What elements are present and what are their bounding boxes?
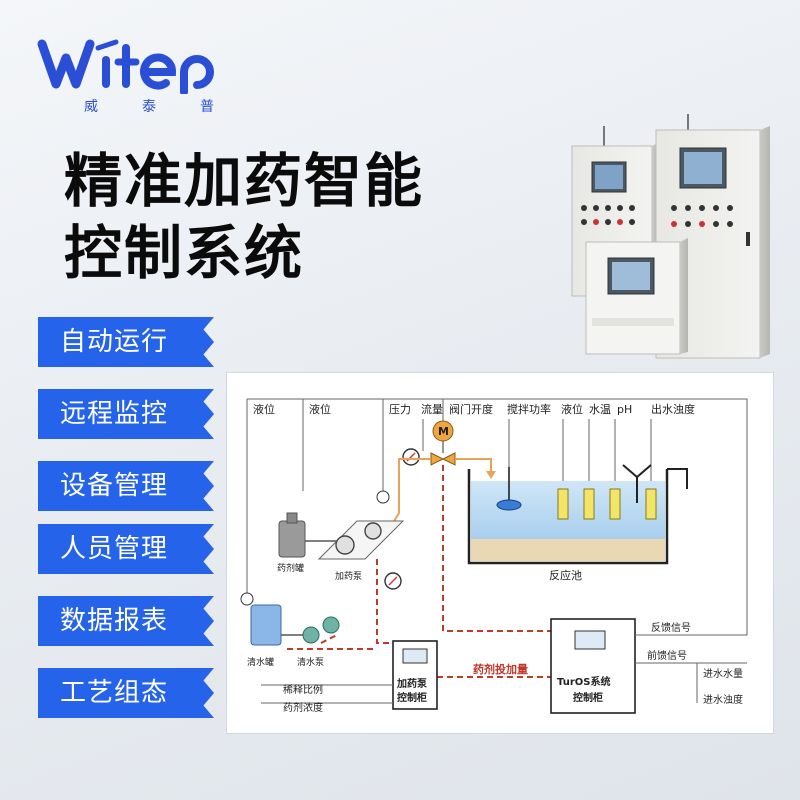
- turos-controller-line-1: TurOS系统: [557, 675, 610, 688]
- brand-subtitle-char: 泰: [142, 99, 156, 115]
- water-tank-label: 清水罐: [247, 656, 274, 668]
- feature-tag-auto-run: 自动运行: [38, 317, 214, 367]
- signal-inflow-volume: 进水水量: [703, 668, 743, 680]
- diagram-label-level-2: 液位: [309, 402, 331, 416]
- feature-tag-device-management: 设备管理: [38, 461, 214, 511]
- diagram-label-flow: 流量: [421, 402, 443, 416]
- dosing-pump-label: 加药泵: [335, 571, 362, 582]
- brand-subtitle: 威 泰 普: [84, 96, 214, 116]
- signal-chem-concentration: 药剂浓度: [283, 701, 323, 714]
- page-title-line-1: 精准加药智能: [64, 147, 425, 215]
- brand-logo: 威 泰 普: [36, 34, 216, 116]
- process-flow-diagram: 液位 液位 压力 流量 阀门开度 搅拌功率 液位 水温 pH 出水浊度: [226, 372, 774, 734]
- signal-dilution-ratio: 稀释比例: [283, 683, 323, 696]
- brand-subtitle-char: 普: [200, 99, 214, 115]
- signal-feedforward: 前馈信号: [647, 649, 687, 662]
- diagram-label-pressure: 压力: [389, 403, 411, 416]
- diagram-label-stir-power: 搅拌功率: [507, 402, 551, 416]
- signal-feedback: 反馈信号: [651, 621, 691, 634]
- feature-tag-staff-management: 人员管理: [38, 524, 214, 574]
- brand-subtitle-char: 威: [84, 99, 98, 115]
- signal-dosing-amount: 药剂投加量: [473, 662, 528, 676]
- feature-tag-process-config: 工艺组态: [38, 668, 214, 718]
- chem-tank-label: 药剂罐: [277, 562, 304, 574]
- control-cabinet-photo: [564, 112, 778, 372]
- water-pump-label: 清水泵: [297, 656, 324, 668]
- dosing-controller-line-1: 加药泵: [396, 677, 428, 690]
- reaction-tank-label: 反应池: [549, 568, 582, 582]
- turos-controller-line-2: 控制柜: [573, 691, 603, 704]
- diagram-label-ph: pH: [617, 403, 632, 416]
- diagram-label-outflow-turbidity: 出水浊度: [651, 402, 695, 416]
- feature-tag-remote-monitor: 远程监控: [38, 389, 214, 439]
- diagram-label-level-1: 液位: [253, 402, 275, 416]
- page-title-line-2: 控制系统: [64, 219, 305, 287]
- witep-logo-icon: [37, 39, 214, 94]
- diagram-label-valve-opening: 阀门开度: [449, 402, 493, 416]
- dosing-controller-line-2: 控制柜: [397, 691, 427, 704]
- diagram-label-level-3: 液位: [561, 402, 583, 416]
- feature-tag-data-report: 数据报表: [38, 596, 214, 646]
- signal-inflow-turbidity: 进水浊度: [703, 693, 743, 706]
- valve-motor-label: M: [438, 425, 449, 438]
- diagram-label-water-temp: 水温: [589, 403, 611, 416]
